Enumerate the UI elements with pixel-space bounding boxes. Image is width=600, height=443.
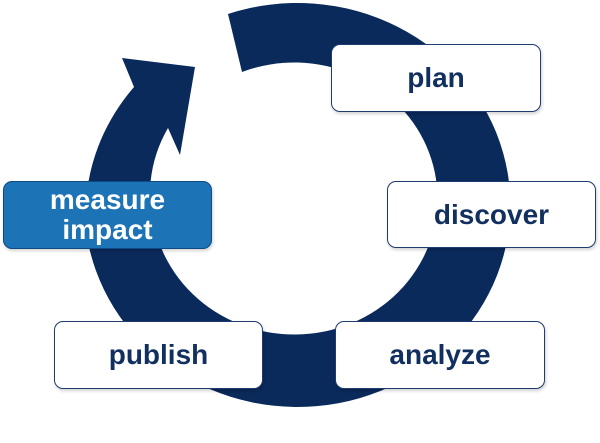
- stage-measure-label-line2: impact: [62, 214, 153, 245]
- stage-discover-box: discover: [387, 181, 596, 248]
- stage-plan-box: plan: [331, 44, 541, 112]
- stage-publish-label: publish: [108, 339, 209, 370]
- stage-analyze-label: analyze: [389, 339, 491, 370]
- stage-plan-label: plan: [407, 62, 465, 93]
- stage-measure-impact-box: measure impact: [3, 181, 212, 249]
- stage-publish-box: publish: [54, 321, 263, 389]
- stage-discover-label: discover: [433, 198, 550, 230]
- stage-measure-label-line1: measure: [49, 184, 166, 215]
- stage-analyze-box: analyze: [335, 321, 545, 389]
